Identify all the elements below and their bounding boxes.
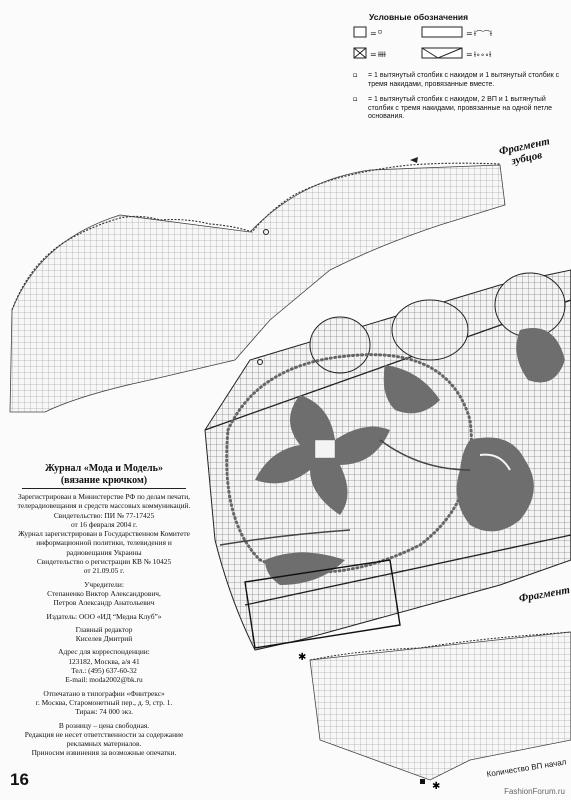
address-line: 123182, Москва, а/я 41 [68,656,140,666]
printer-line: Отпечатано в типографии «Финтрекс» [43,688,165,698]
legend-symbol-icons: ⸋ ⸋ [353,73,358,107]
circulation: Тираж: 74 000 экз. [75,707,133,717]
editor-heading: Главный редактор [75,624,133,634]
certificate-date: от 16 февраля 2004 г. [70,519,138,529]
svg-text:=: = [466,29,473,38]
imprint-block: Журнал «Мода и Модель» (вязание крючком)… [14,463,194,758]
imprint-subtitle: (вязание крючком) [60,475,148,486]
leaf-motif-2 [516,328,565,383]
rose-motif [456,437,534,532]
leaf-motif-1 [383,365,440,414]
founder-2: Петров Александр Анатольевич [53,598,155,608]
flower-motif [255,395,390,515]
watermark: FashionForum.ru [504,787,565,796]
svg-text:=: = [370,50,377,59]
editor-name: Киселев Дмитрий [75,634,133,644]
printer-address: г. Москва, Старомонетный пер., д. 9, стр… [35,697,173,707]
frame-line-bottom [244,534,571,606]
ads-disclaimer: Редакция не несет ответственности за сод… [24,729,184,749]
svg-text:ƚ⌒⌒ƚ: ƚ⌒⌒ƚ [474,30,492,38]
page-number: 16 [10,770,29,789]
legend-symbols: = ⸋ = ƚ⌒⌒ƚ = ƚƚƚƚ = ƚ∘∘∘ƚ [353,26,492,59]
svg-text:ƚƚƚƚ: ƚƚƚƚ [378,51,386,59]
teeth-edge [11,162,501,311]
imprint-title: Журнал «Мода и Модель» [45,463,163,474]
legend-note-2: = 1 вытянутый столбик с накидом, 2 ВП и … [368,96,553,120]
price-note: В розницу – цена свободная. [58,720,150,730]
leaf-motif-3 [265,552,345,585]
founder-1: Степаненко Виктор Александрович, [47,588,161,598]
empty-cell-icon [353,26,367,38]
equals-sign-1: = [370,29,377,38]
typo-apology: Приносим извинения за возможные опечатки… [31,748,177,758]
publisher: Издатель: ООО «ИД “Медиа Клуб”» [46,611,162,621]
certificate-number: Свидетельство: ПИ № 77-17425 [53,510,155,520]
founders-heading: Учредители: [84,579,124,589]
imprint-separator [22,488,186,489]
legend-title: Условные обозначения [369,12,469,22]
svg-text:ƚ∘∘∘ƚ: ƚ∘∘∘ƚ [474,51,491,59]
svg-text:⸋: ⸋ [353,73,358,83]
svg-text:✱: ✱ [298,652,306,663]
phone-line: Тел.: (495) 637-60-32 [71,666,137,676]
stitch-icon-1: ⸋ [378,29,382,38]
wide-cell-icon [421,26,463,38]
svg-text:=: = [466,50,473,59]
diagonal-cell-icon [421,47,463,59]
ukraine-registration-note: Журнал зарегистрирован в Государственном… [18,529,190,557]
registration-note: Зарегистрирован в Министерстве РФ по дел… [17,492,191,511]
teeth-chart-lower [309,631,571,781]
svg-text:⸋: ⸋ [353,97,358,107]
teeth-chart-upper [9,164,506,413]
address-heading: Адрес для корреспонденции: [58,647,150,657]
ukraine-certificate-date: от 21.09.05 г. [83,566,125,576]
svg-text:✱: ✱ [432,781,440,792]
email-line: E-mail: moda2002@bk.ru [65,675,143,685]
fragment-box [244,559,401,649]
legend-note-1: = 1 вытянутый столбик с накидом и 1 вытя… [368,72,560,88]
ukraine-certificate-number: Свидетельство о регистрации КВ № 10425 [36,557,172,567]
